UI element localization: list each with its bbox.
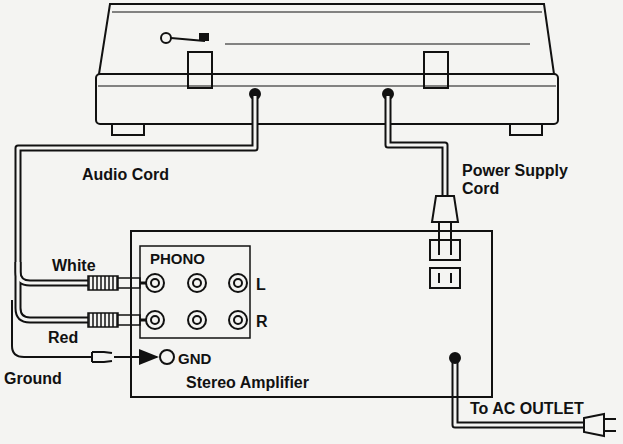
panel-label: PHONO bbox=[150, 250, 205, 268]
wire-color-label: Red bbox=[48, 329, 78, 347]
terminal-label: GND bbox=[178, 350, 211, 368]
device-name: Stereo Amplifier bbox=[186, 374, 309, 392]
channel-label: L bbox=[256, 276, 266, 294]
wire-label: Ground bbox=[4, 370, 62, 388]
channel-label: R bbox=[256, 313, 268, 331]
cord-label: Power Supply Cord bbox=[462, 162, 582, 198]
wire-color-label: White bbox=[52, 257, 96, 275]
outlet-label: To AC OUTLET bbox=[470, 400, 584, 418]
amplifier-box: PHONO L R GND Stereo Amplifier bbox=[130, 230, 493, 398]
cord-label: Audio Cord bbox=[82, 166, 169, 184]
